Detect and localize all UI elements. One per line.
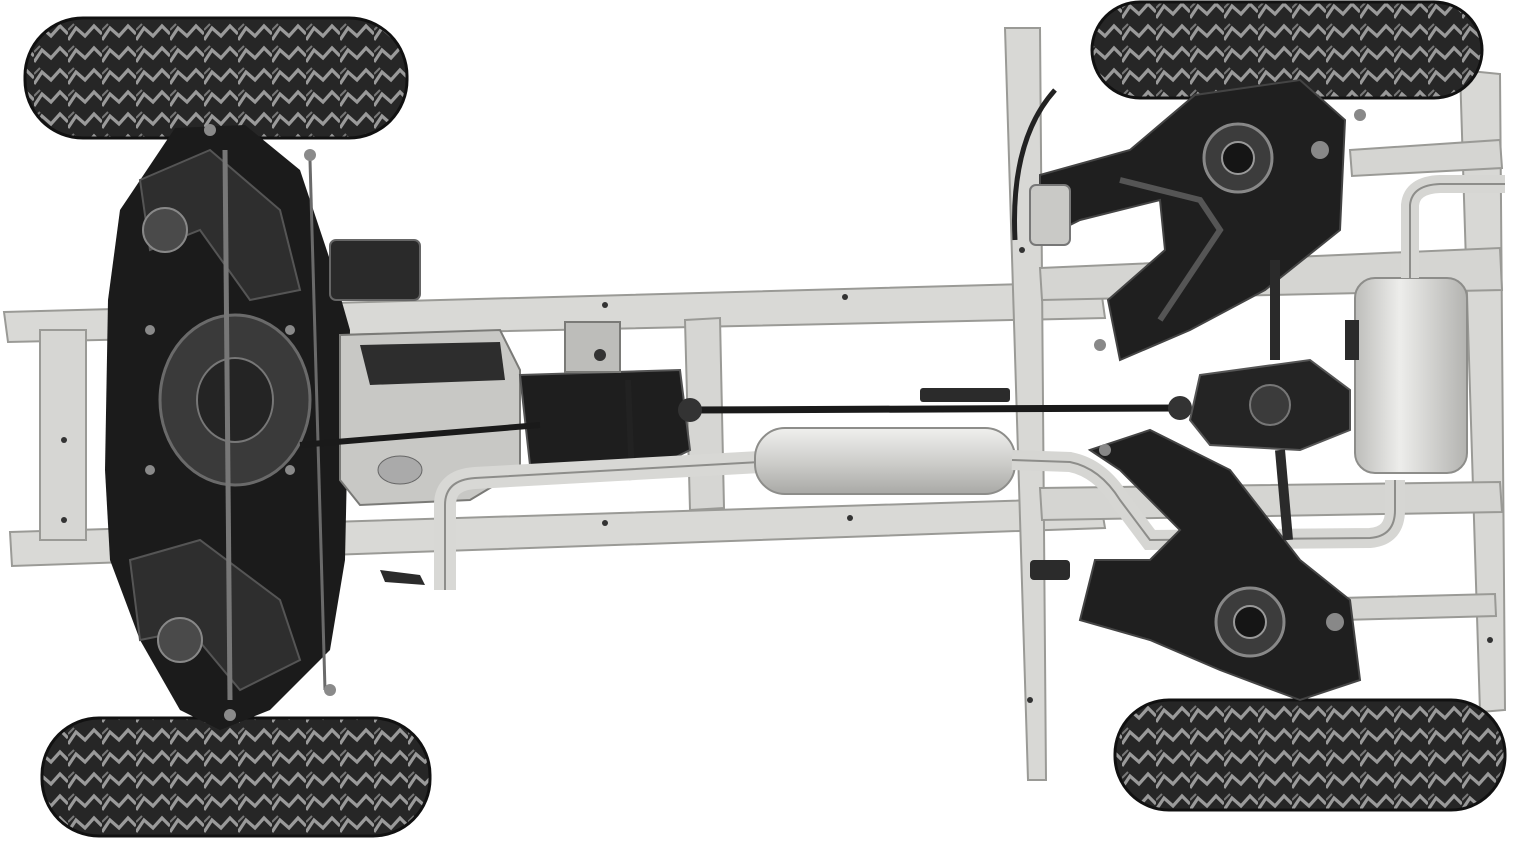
muffler-icon — [754, 427, 1016, 495]
exhaust-system — [434, 175, 1505, 590]
rear-suspension — [1012, 78, 1366, 702]
driveshaft-icon — [299, 422, 541, 448]
wheel-icon — [23, 16, 409, 140]
muffler-icon — [1354, 277, 1468, 474]
front-axle-assembly — [105, 124, 421, 730]
driveshafts — [299, 396, 1192, 448]
wheel-front-bottom — [40, 716, 432, 838]
wheel-icon — [40, 716, 432, 838]
wheel-front-top — [23, 16, 409, 140]
wheel-icon — [1113, 698, 1507, 812]
wheel-rear-bottom — [1113, 698, 1507, 812]
driveshaft-icon — [689, 404, 1181, 414]
gearbox — [339, 321, 692, 507]
mounting-brackets — [380, 320, 1359, 585]
